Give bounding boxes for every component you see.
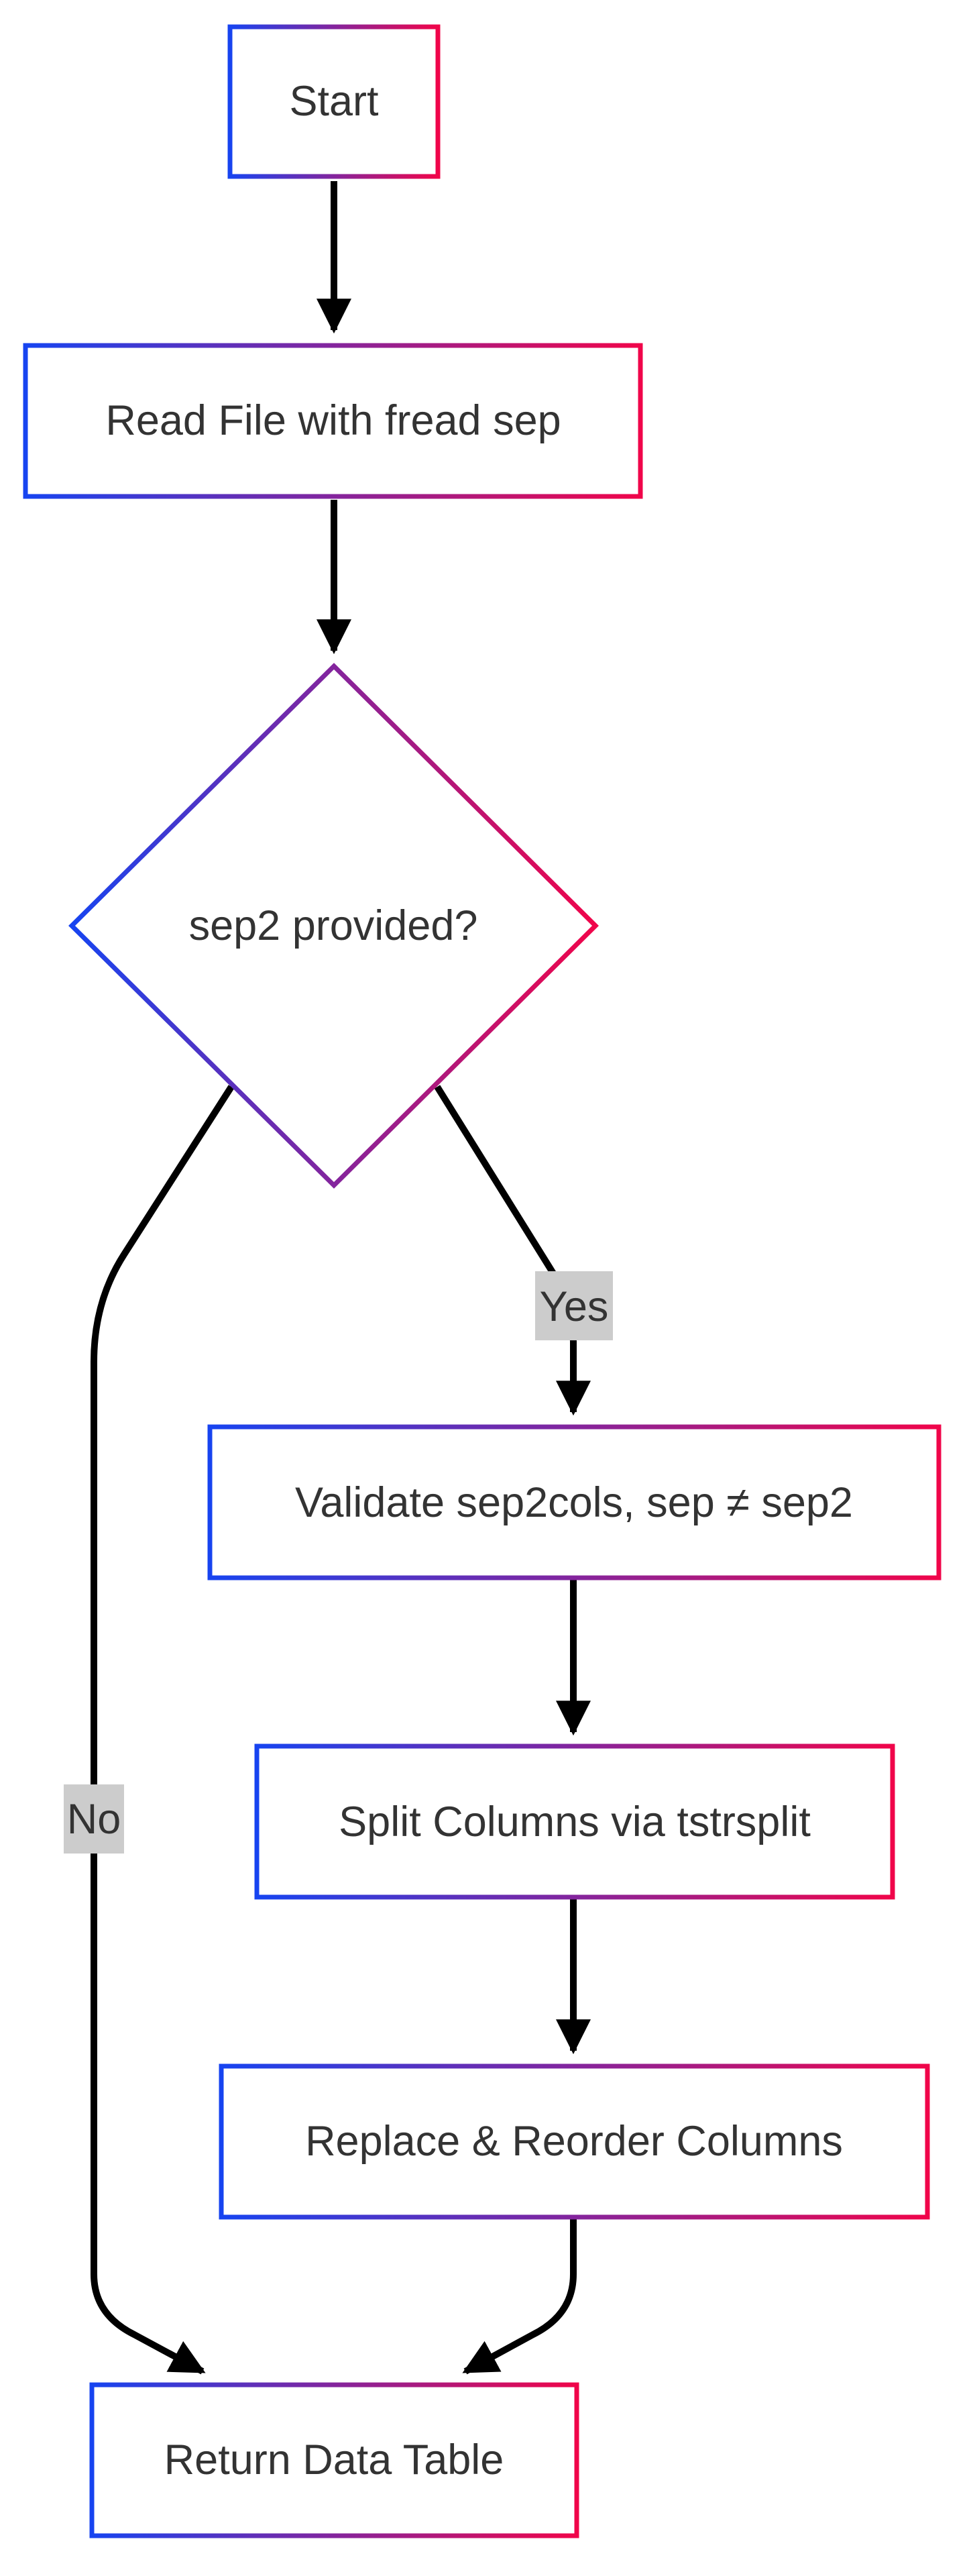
node-decision-label: sep2 provided?: [189, 902, 478, 949]
node-read-file-label: Read File with fread sep: [105, 397, 561, 444]
edge-decision-to-validate-yes: [434, 1085, 591, 1416]
node-return: Return Data Table: [89, 2382, 579, 2538]
node-split: Split Columns via tstrsplit: [254, 1743, 895, 1900]
node-return-label: Return Data Table: [164, 2436, 504, 2483]
edge-label-yes-text: Yes: [540, 1283, 609, 1330]
edge-label-no-text: No: [67, 1796, 121, 1843]
node-replace-label: Replace & Reorder Columns: [305, 2118, 843, 2165]
node-start-label: Start: [289, 78, 379, 125]
node-read-file: Read File with fread sep: [23, 343, 643, 499]
edge-decision-to-return-no: [91, 1085, 235, 2375]
node-start: Start: [227, 24, 441, 179]
node-replace: Replace & Reorder Columns: [219, 2063, 930, 2220]
edge-replace-to-return: [462, 2217, 577, 2375]
node-decision: sep2 provided?: [68, 663, 599, 1189]
node-validate: Validate sep2cols, sep ≠ sep2: [207, 1424, 941, 1580]
node-split-label: Split Columns via tstrsplit: [339, 1799, 811, 1845]
edge-label-yes: Yes: [535, 1271, 613, 1340]
node-validate-label: Validate sep2cols, sep ≠ sep2: [295, 1479, 853, 1526]
edge-label-no: No: [64, 1784, 124, 1854]
